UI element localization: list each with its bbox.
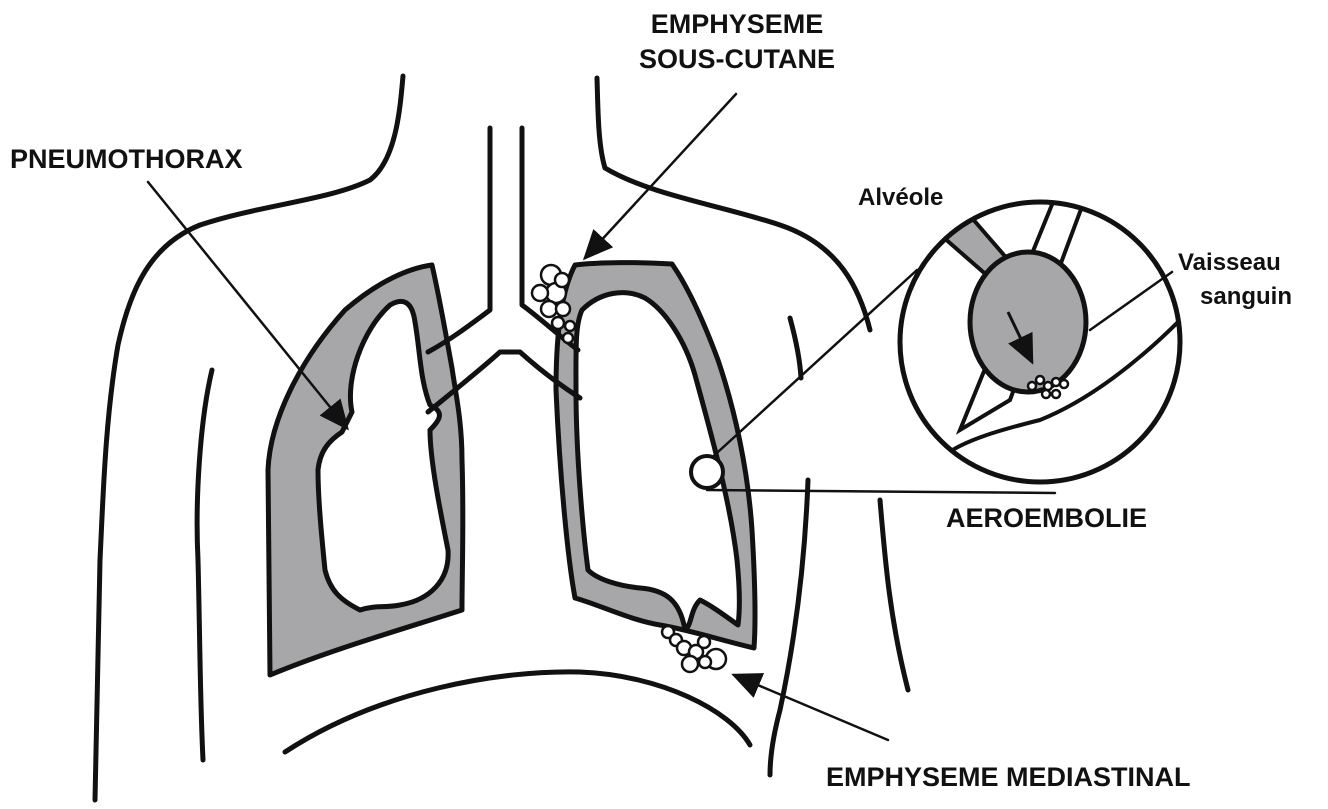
- alveole-source-circle: [691, 456, 723, 488]
- label-vaisseau-line2: sanguin: [1200, 283, 1292, 310]
- inset-connector-top: [707, 270, 917, 462]
- lungs: [268, 263, 755, 675]
- inset-vessel-pointer: [1090, 272, 1172, 330]
- label-vaisseau-line1: Vaisseau: [1178, 249, 1281, 276]
- alveole-inset: [691, 185, 1180, 493]
- right-shoulder-line: [790, 318, 801, 378]
- label-emphyseme-mediastinal: EMPHYSEME MEDIASTINAL: [826, 762, 1191, 792]
- arrow-pneumothorax: [148, 182, 347, 428]
- right-arm-line: [880, 500, 908, 690]
- arrow-mediastinal: [734, 675, 888, 740]
- inset-connector-bottom: [707, 490, 1055, 493]
- label-emphyseme-line1: EMPHYSEME: [651, 9, 824, 39]
- diaphragm: [285, 672, 750, 752]
- label-aeroembolie: AEROEMBOLIE: [946, 503, 1147, 533]
- left-arm-line: [197, 370, 212, 760]
- label-alveole: Alvéole: [858, 184, 943, 211]
- inset-alveole: [970, 252, 1086, 392]
- arrow-sous-cutane: [585, 94, 736, 258]
- body-outline: [95, 76, 908, 800]
- label-pneumothorax: PNEUMOTHORAX: [10, 144, 243, 174]
- label-sous-cutane-line2: SOUS-CUTANE: [639, 44, 835, 74]
- pointer-arrows: [148, 94, 888, 740]
- right-torso-line: [770, 480, 808, 775]
